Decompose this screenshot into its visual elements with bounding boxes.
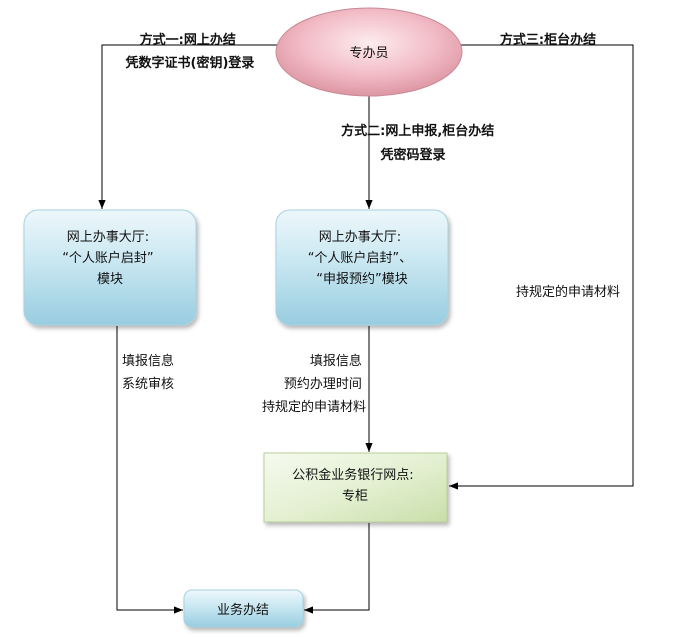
edge-left-to-done (116, 326, 183, 614)
svg-text:方式三:柜台办结: 方式三:柜台办结 (500, 32, 596, 48)
node-hall-left: 网上办事大厅: “个人账户启封” 模块 (23, 209, 197, 326)
node-hall-mid-text: 网上办事大厅: “个人账户启封”、 “申报预约”模块 (308, 230, 417, 287)
edge-method1 (98, 44, 279, 209)
svg-text:方式二:网上申报,柜台办结 凭密码登录: 方式二:网上申报,柜台办结 凭密码登录 (341, 123, 499, 163)
node-bank: 公积金业务银行网点: 专柜 (263, 452, 448, 523)
node-hall-left-text: 网上办事大厅: “个人账户启封” 模块 (62, 230, 158, 287)
edge-label-method2: 方式二:网上申报,柜台办结 凭密码登录 (341, 123, 499, 163)
svg-text:方式一:网上办结 凭数字证书(密钥)登录: 方式一:网上办结 凭数字证书(密钥)登录 (125, 32, 255, 71)
edge-bank-to-done (304, 523, 370, 614)
edge-label-method3: 方式三:柜台办结 (500, 32, 596, 48)
node-bank-text: 公积金业务银行网点: 专柜 (292, 467, 418, 504)
edge-label-mid-steps: 填报信息 预约办理时间 持规定的申请材料 (262, 353, 366, 415)
node-done-label: 业务办结 (217, 602, 269, 618)
edge-label-right-steps: 持规定的申请材料 (516, 284, 620, 300)
svg-text:填报信息 系统审核: 填报信息 系统审核 (122, 353, 178, 392)
svg-text:持规定的申请材料: 持规定的申请材料 (516, 284, 620, 300)
edge-method3 (449, 44, 634, 490)
connectors (98, 44, 634, 614)
node-specialist-label: 专办员 (349, 46, 388, 61)
node-hall-mid: 网上办事大厅: “个人账户启封”、 “申报预约”模块 (275, 209, 449, 326)
node-specialist: 专办员 (275, 7, 463, 97)
edge-label-method1: 方式一:网上办结 凭数字证书(密钥)登录 (125, 32, 255, 71)
node-done: 业务办结 (183, 589, 304, 628)
svg-text:填报信息 预约办理时间 持规定的申请: 填报信息 预约办理时间 持规定的申请材料 (262, 353, 366, 415)
edge-label-left-steps: 填报信息 系统审核 (122, 353, 178, 392)
